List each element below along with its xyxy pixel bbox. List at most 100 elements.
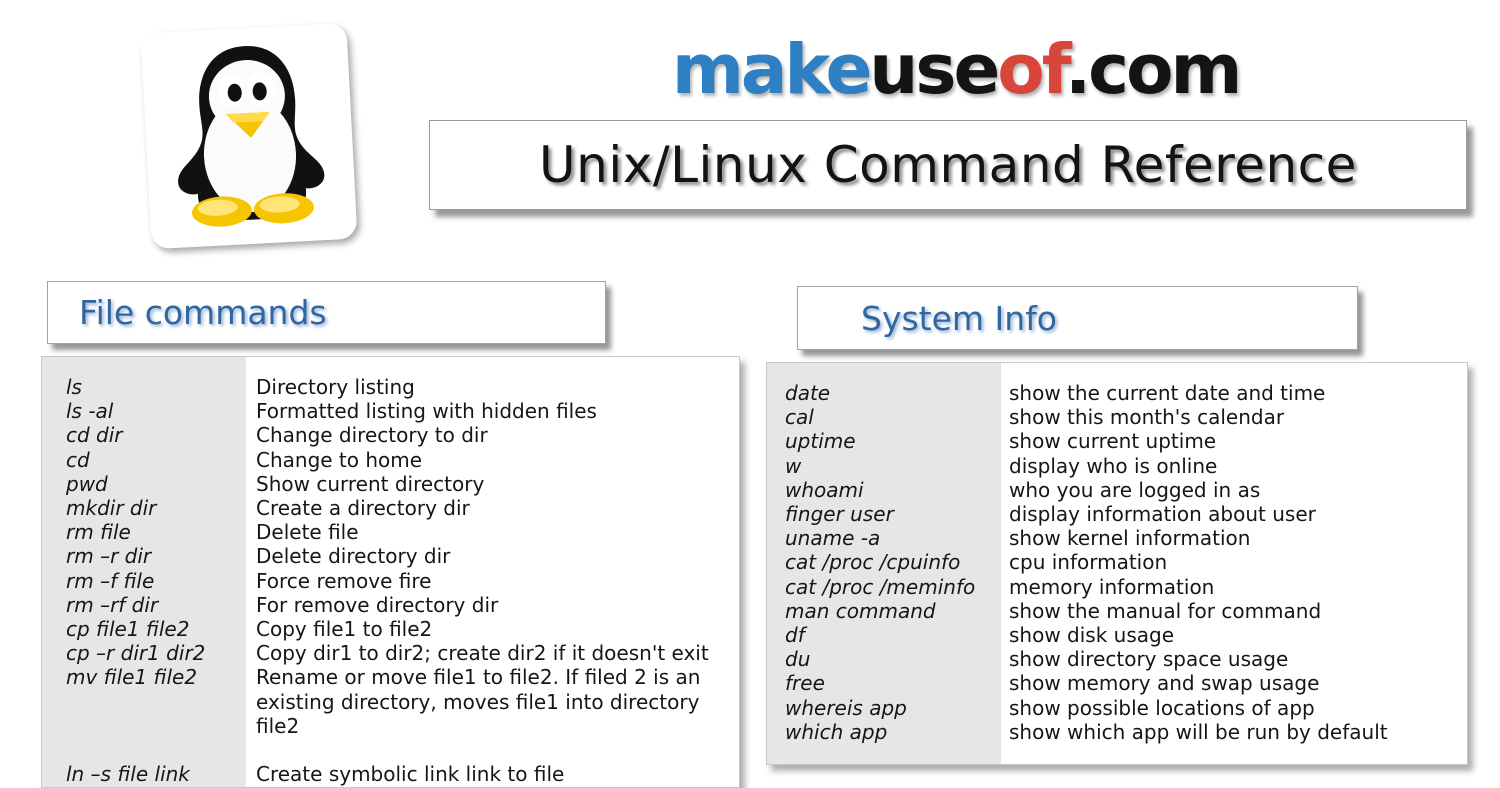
command-description: display information about user [1009,502,1316,527]
table-row: cd dir Change directory to dir [42,423,739,447]
command-name: uptime [785,429,856,454]
command-name: finger user [785,502,894,527]
makeuseof-logo: makeuseof.com [672,36,1242,105]
command-name: uname -a [785,526,881,551]
section-header-system-info: System Info [797,286,1358,350]
command-description: Change to home [256,447,423,472]
table-row: df show disk usage [767,623,1467,647]
table-row: cat /proc /cpuinfo cpu information [767,550,1467,574]
command-name: cat /proc /cpuinfo [785,550,961,575]
command-name: cp –r dir1 dir2 [66,641,206,666]
command-name: cd [66,447,90,472]
command-description: show the manual for command [1009,598,1322,623]
command-name: whoami [785,477,864,502]
command-description: For remove directory dir [256,592,499,617]
command-description: memory information [1009,574,1215,599]
command-description: Delete file [256,520,359,545]
command-name: cd dir [66,423,123,448]
logo-text-of: of [997,30,1068,110]
command-name: whereis app [785,695,907,720]
table-row-spacer [42,738,739,762]
table-row: whoami who you are logged in as [767,478,1467,502]
table-row: rm –rf dir For remove directory dir [42,593,739,617]
table-row: cal show this month's calendar [767,405,1467,429]
section-title-file-commands: File commands [79,293,327,332]
command-description: Directory listing [256,375,415,399]
table-row: rm –f file Force remove fire [42,569,739,593]
table-row: finger user display information about use… [767,502,1467,526]
table-row: pwd Show current directory [42,472,739,496]
command-description: Create symbolic link link to file [256,762,565,787]
command-name: cp file1 file2 [66,617,190,642]
command-description: show which app will be run by default [1009,719,1388,744]
command-description: show the current date and time [1009,381,1326,405]
command-name: rm –r dir [66,544,152,569]
command-name: free [785,671,825,696]
command-description: who you are logged in as [1009,477,1261,502]
command-description: Delete directory dir [256,544,451,569]
table-row: rm –r dir Delete directory dir [42,544,739,568]
command-description: Force remove fire [256,568,432,593]
table-row: man command show the manual for command [767,599,1467,623]
command-description: display who is online [1009,453,1218,478]
logo-text-use: use [869,30,1000,110]
table-row: mv file1 file2 Rename or move file1 to fi… [42,665,739,738]
command-description: Show current directory [256,471,485,496]
tux-penguin-icon [140,22,358,250]
page-title-text: Unix/Linux Command Reference [539,136,1357,194]
command-name: rm –f file [66,568,155,593]
command-description: show possible locations of app [1009,695,1315,720]
command-description: show this month's calendar [1009,405,1285,430]
command-name: df [785,623,805,648]
command-description: show current uptime [1009,429,1217,454]
command-name: cal [785,405,814,430]
page-title: Unix/Linux Command Reference [429,120,1467,210]
command-column-background [42,357,246,787]
table-row: which app show which app will be run by d… [767,720,1467,744]
command-description: Copy dir1 to dir2; create dir2 if it doe… [256,641,709,666]
command-name: mv file1 file2 [66,665,198,690]
command-name: w [785,453,802,478]
command-description: Rename or move file1 to file2. If filed … [256,665,701,738]
logo-text-com: .com [1064,30,1242,110]
command-description: show memory and swap usage [1009,671,1320,696]
command-name: rm –rf dir [66,592,159,617]
command-description: Formatted listing with hidden files [256,399,597,424]
table-row: du show directory space usage [767,647,1467,671]
table-row: w display who is online [767,454,1467,478]
command-column-background [767,363,1001,764]
command-name: rm file [66,520,131,545]
command-description: show disk usage [1009,623,1175,648]
command-name: ls -al [66,399,114,424]
command-name: pwd [66,471,108,496]
table-row: cd Change to home [42,448,739,472]
table-row: ls -al Formatted listing with hidden file… [42,399,739,423]
table-row: whereis app show possible locations of ap… [767,696,1467,720]
command-name: mkdir dir [66,496,157,521]
command-description: Change directory to dir [256,423,488,448]
table-row: cp file1 file2 Copy file1 to file2 [42,617,739,641]
command-name: du [785,647,811,672]
command-name: man command [785,598,936,623]
section-title-system-info: System Info [861,298,1058,338]
table-row: free show memory and swap usage [767,671,1467,695]
table-row: cp –r dir1 dir2 Copy dir1 to dir2; create… [42,641,739,665]
section-header-file-commands: File commands [47,281,606,344]
command-description: show directory space usage [1009,647,1289,672]
table-row: rm file Delete file [42,520,739,544]
table-row: cat /proc /meminfo memory information [767,575,1467,599]
command-description: cpu information [1009,550,1168,575]
command-name: which app [785,719,888,744]
page-header: makeuseof.com Unix/Linux Command Referen… [0,0,1500,265]
command-description: Copy file1 to file2 [256,617,433,642]
command-name: cat /proc /meminfo [785,574,976,599]
